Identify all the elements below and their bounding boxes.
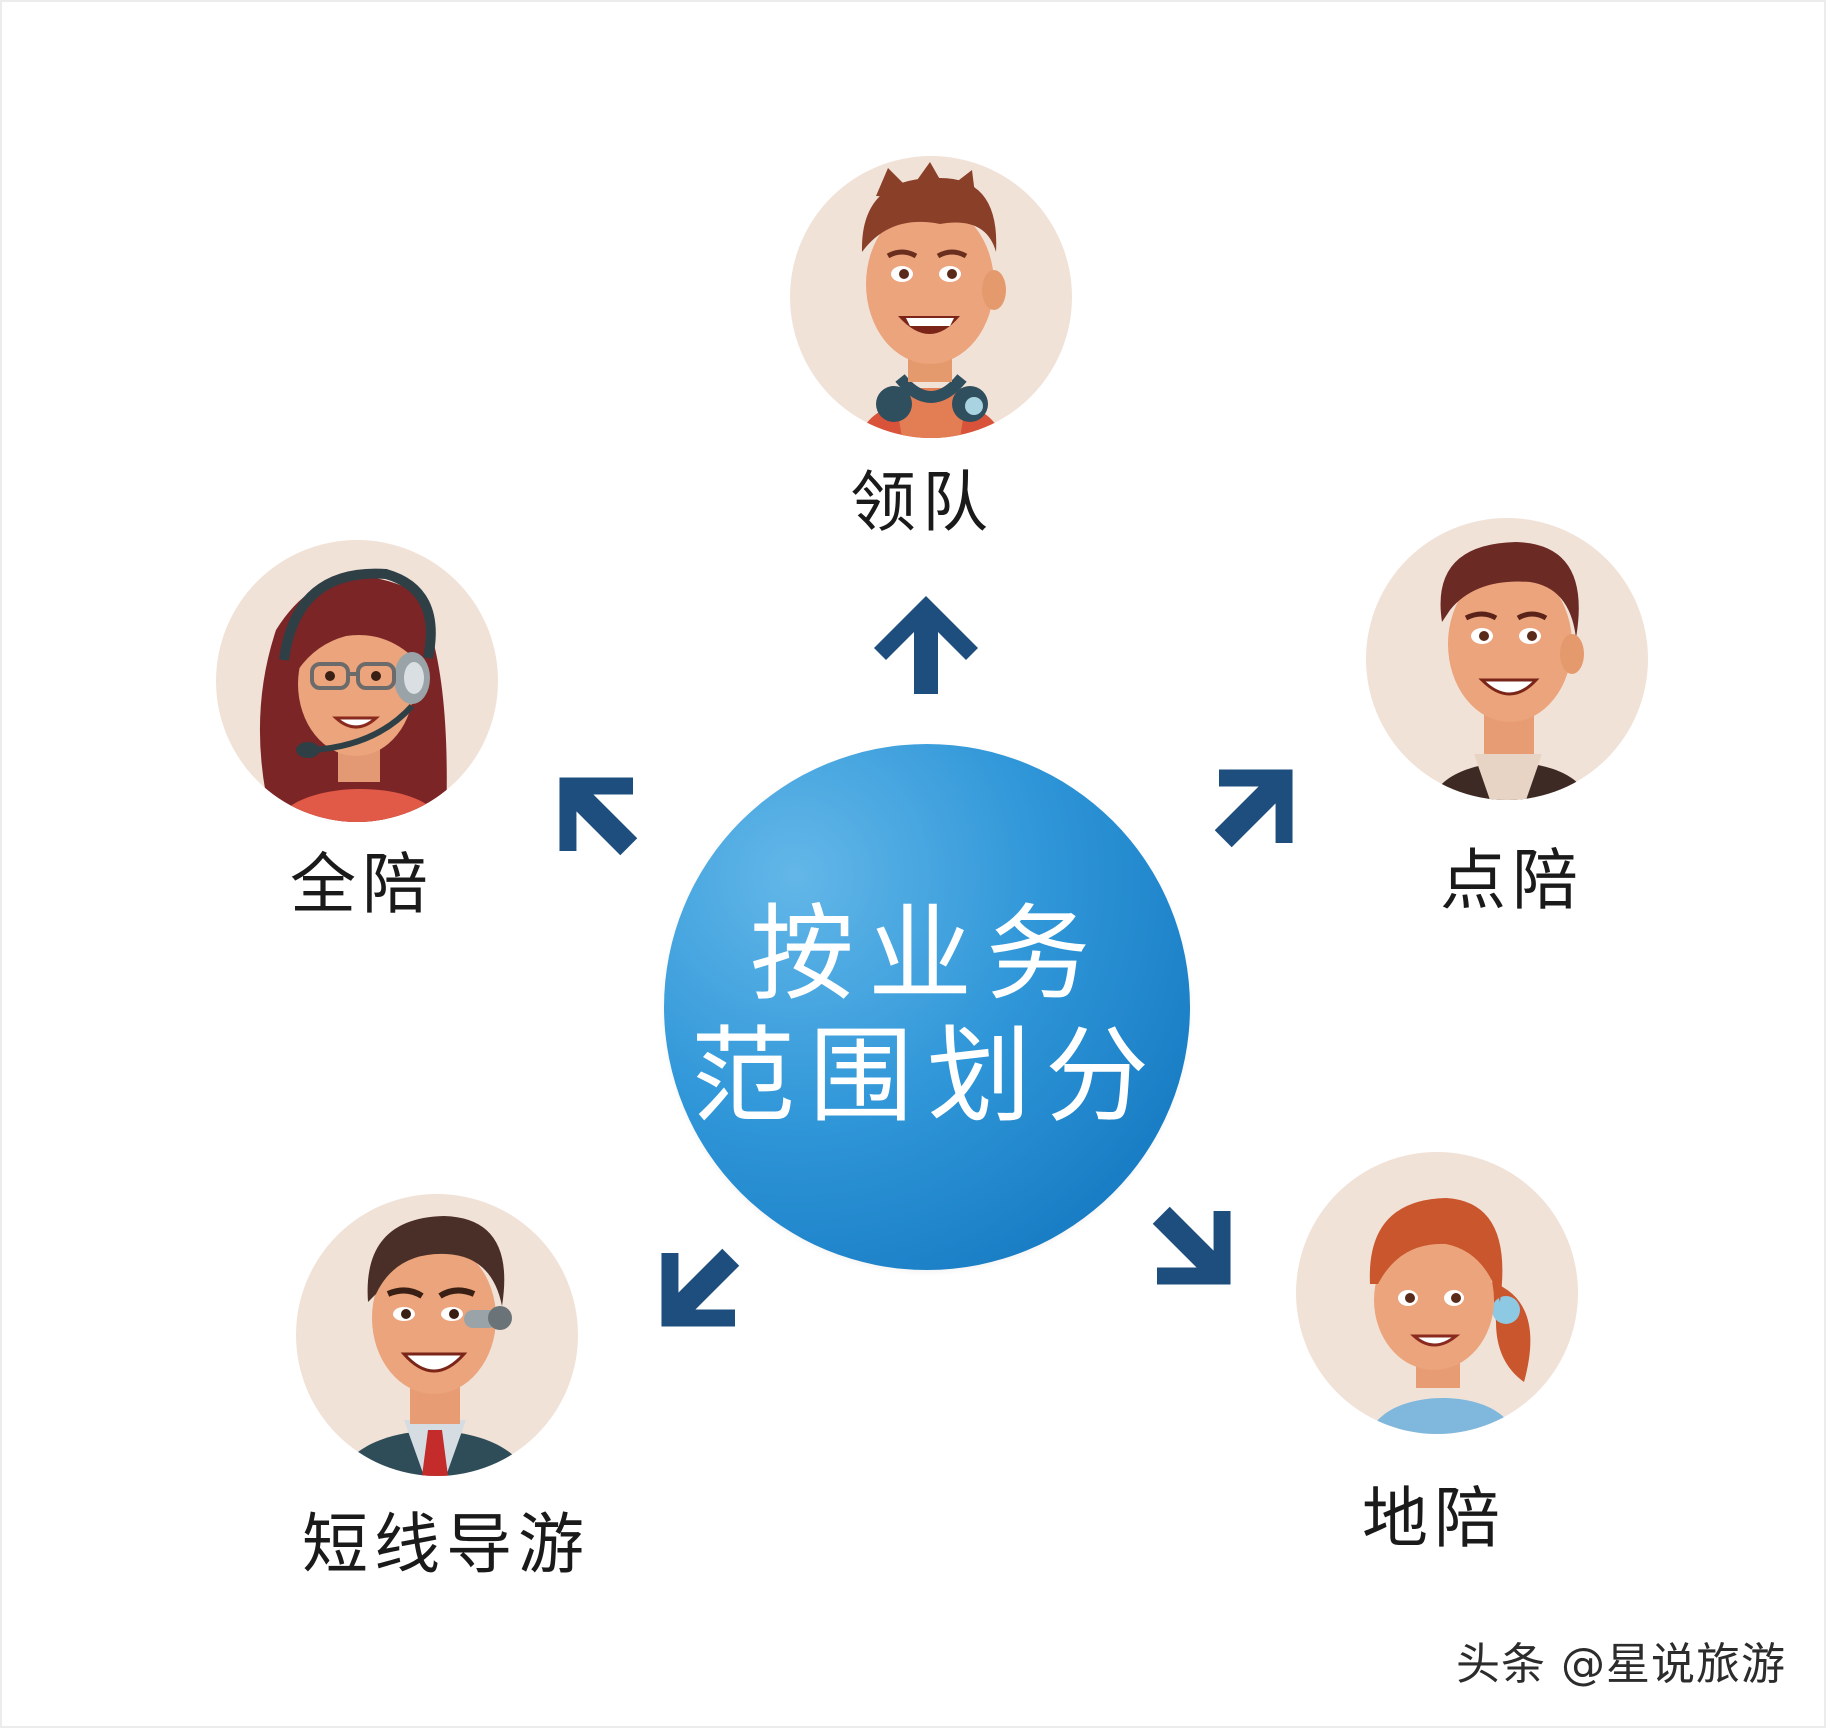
arrow-down-left-icon	[661, 1248, 740, 1327]
local-guide-label: 地陪	[1362, 1480, 1506, 1557]
woman-with-headset-icon	[259, 568, 447, 822]
local-guide-avatar	[1296, 1152, 1578, 1434]
center-hub: 按业务 范围划分	[664, 744, 1190, 1270]
national-escort-avatar	[216, 540, 498, 822]
arrow-up-right-icon	[1214, 769, 1293, 848]
local-escort-avatar	[1366, 518, 1648, 800]
tour-leader-label: 领队	[850, 464, 994, 541]
arrow-up-icon	[874, 596, 978, 694]
short-trip-guide-label: 短线导游	[302, 1506, 590, 1583]
hub-title-line-2: 范围划分	[690, 1015, 1163, 1137]
hub-title-line-1: 按业务	[749, 893, 1104, 1015]
man-with-headphones-icon	[860, 162, 1006, 438]
tour-leader-avatar	[790, 156, 1072, 438]
short-trip-guide-avatar	[296, 1194, 578, 1476]
local-escort-label: 点陪	[1440, 842, 1584, 919]
arrow-down-right-icon	[1152, 1206, 1231, 1285]
arrow-up-left-icon	[559, 777, 638, 856]
man-portrait-icon	[1432, 542, 1588, 800]
woman-ponytail-icon	[1369, 1198, 1531, 1434]
source-watermark: 头条 @星说旅游	[1456, 1639, 1786, 1690]
man-with-earpiece-icon	[340, 1216, 528, 1476]
national-escort-label: 全陪	[290, 846, 434, 923]
